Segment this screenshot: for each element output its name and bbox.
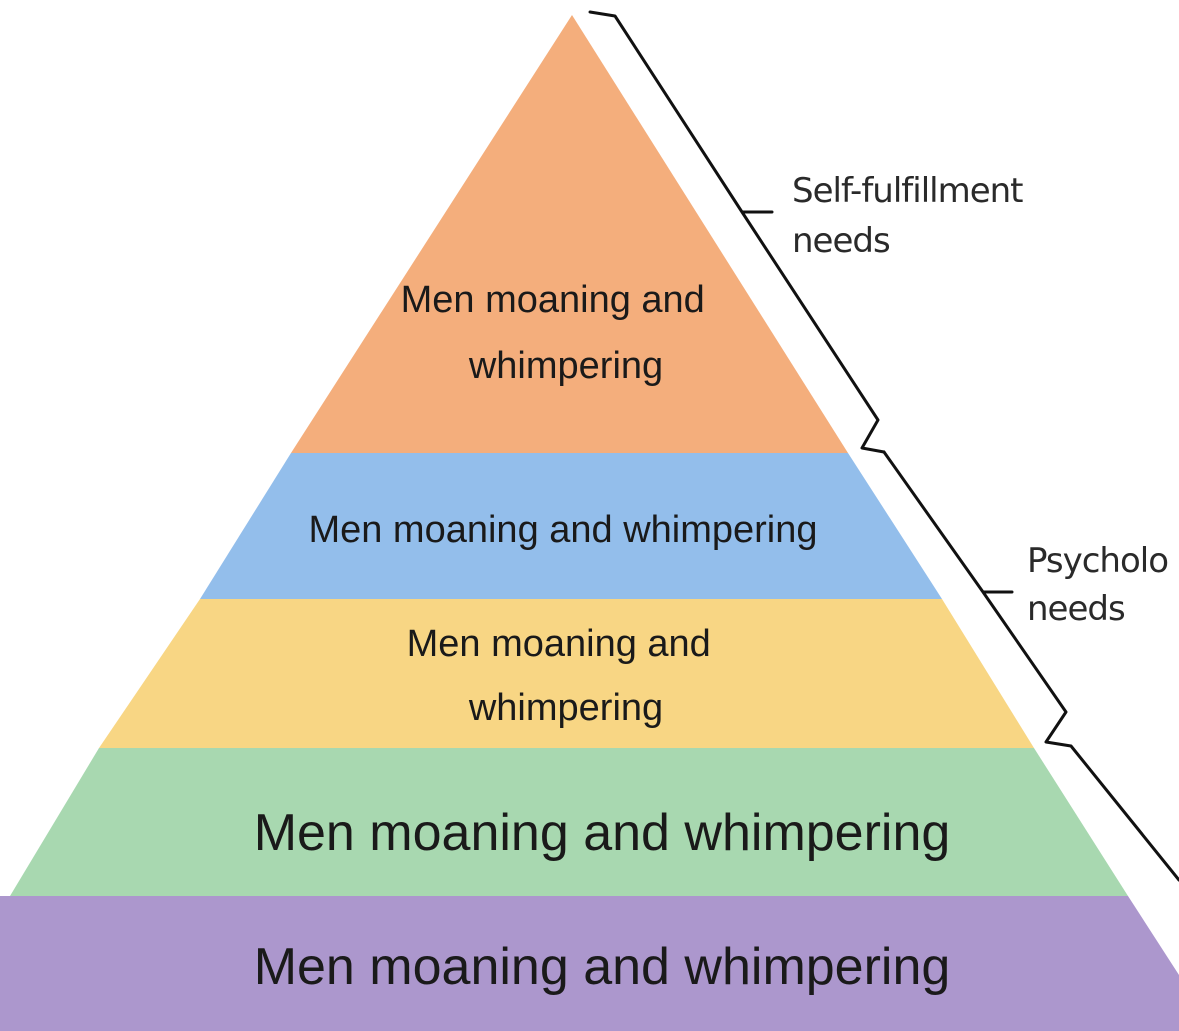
side-label-1-line-1: Self-fulfillment [792,171,1023,211]
tier-2-label: Men moaning and whimpering [308,509,817,551]
tier-belonging-shape [99,599,1034,748]
tier-safety-shape [10,748,1128,896]
side-label-self-fulfillment: Self-fulfillment needs [792,171,1032,261]
tier-2-label-line-1: Men moaning and whimpering [308,509,817,551]
tier-5-label: Men moaning and whimpering [254,938,951,996]
tier-physiological-shape [0,896,1179,1031]
side-label-2-line-2: needs [1027,589,1125,629]
side-label-psychological: Psycholo needs [1027,541,1178,629]
tier-1-label: Men moaning and whimpering [401,279,716,387]
tier-self-fulfillment-shape [291,15,848,453]
tier-3-label-line-1: Men moaning and [407,623,711,665]
side-label-1-line-2: needs [792,221,890,261]
tier-5-label-line-1: Men moaning and whimpering [254,938,951,996]
tier-3-label: Men moaning and whimpering [407,623,722,729]
bracket-psychological [882,450,1179,882]
tier-4-label-line-1: Men moaning and whimpering [254,804,951,862]
tier-esteem-shape [200,453,942,599]
bracket-self-fulfillment [588,10,886,454]
tier-4-label: Men moaning and whimpering [254,804,951,862]
tier-1-label-line-2: whimpering [468,345,663,387]
tier-1-label-line-1: Men moaning and [401,279,705,321]
side-label-2-line-1: Psycholo [1027,541,1168,581]
tier-3-label-line-2: whimpering [468,687,663,729]
